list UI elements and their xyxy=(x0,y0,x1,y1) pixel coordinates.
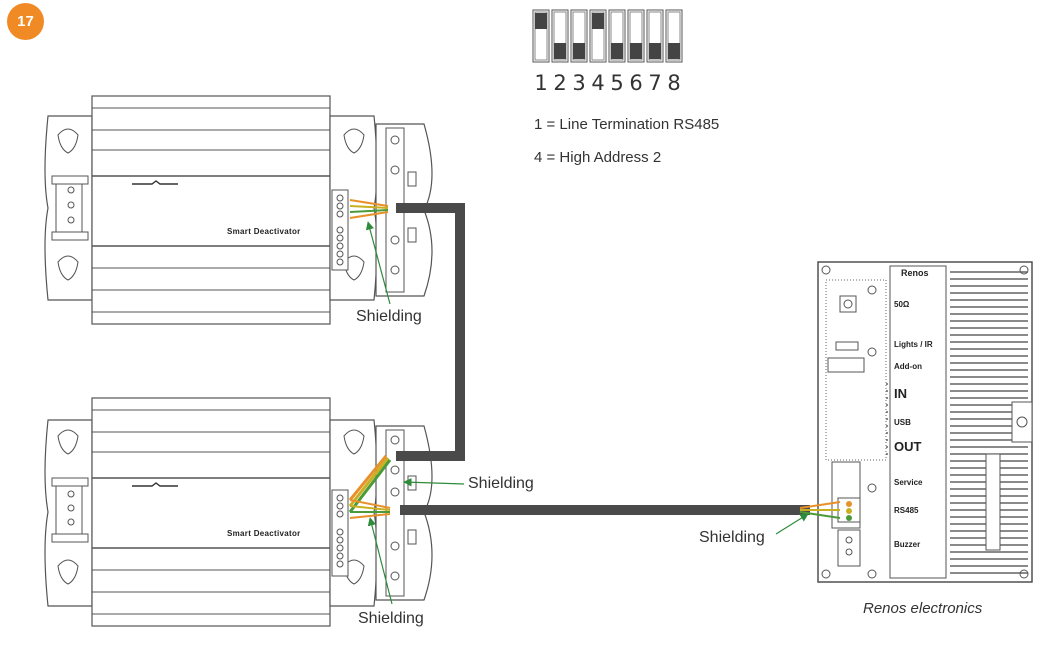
dip-switch-6: 6 xyxy=(627,9,645,95)
top-smart-deactivator xyxy=(44,95,433,325)
dip-switch-number: 6 xyxy=(629,71,642,95)
shielding-label-top: Shielding xyxy=(356,308,422,325)
renos-label-addon: Add-on xyxy=(894,362,922,371)
dip-switch-4: 4 xyxy=(589,9,607,95)
renos-caption: Renos electronics xyxy=(863,600,983,617)
renos-electronics-unit xyxy=(799,261,1033,583)
shielding-label-bottom: Shielding xyxy=(358,610,424,627)
dip-switch-number: 2 xyxy=(553,71,566,95)
renos-label-usb: USB xyxy=(894,418,911,427)
renos-label-service: Service xyxy=(894,478,923,487)
renos-title: Renos xyxy=(901,268,929,278)
renos-label-in: IN xyxy=(894,386,907,401)
step-number-badge: 17 xyxy=(7,3,44,40)
dip-switch-number: 1 xyxy=(534,71,547,95)
dip-switch-3: 3 xyxy=(570,9,588,95)
dip-switch-number: 4 xyxy=(591,71,604,95)
bottom-smart-deactivator xyxy=(44,397,433,627)
dip-switch-5: 5 xyxy=(608,9,626,95)
dip-switch-8: 8 xyxy=(665,9,683,95)
shielding-label-middle: Shielding xyxy=(468,475,534,492)
bottom-device-label: Smart Deactivator xyxy=(227,529,301,538)
renos-label-50ohm: 50Ω xyxy=(894,300,910,309)
bus-cables xyxy=(396,203,810,515)
dip-switch-7: 7 xyxy=(646,9,664,95)
dip-switch-2: 2 xyxy=(551,9,569,95)
renos-label-out: OUT xyxy=(894,439,922,454)
dip-switch-number: 5 xyxy=(610,71,623,95)
dip-switch-number: 3 xyxy=(572,71,585,95)
shielding-arrows xyxy=(365,221,809,605)
renos-label-buzzer: Buzzer xyxy=(894,540,921,549)
renos-label-rs485: RS485 xyxy=(894,506,919,515)
renos-label-lights: Lights / IR xyxy=(894,340,933,349)
dip-legend-line-2: 4 = High Address 2 xyxy=(534,149,662,166)
dip-switch-number: 7 xyxy=(648,71,661,95)
top-device-label: Smart Deactivator xyxy=(227,227,301,236)
dip-switch-1: 1 xyxy=(532,9,550,95)
shielding-label-renos: Shielding xyxy=(699,529,765,546)
dip-switch-number: 8 xyxy=(667,71,680,95)
dip-legend-line-1: 1 = Line Termination RS485 xyxy=(534,116,720,133)
